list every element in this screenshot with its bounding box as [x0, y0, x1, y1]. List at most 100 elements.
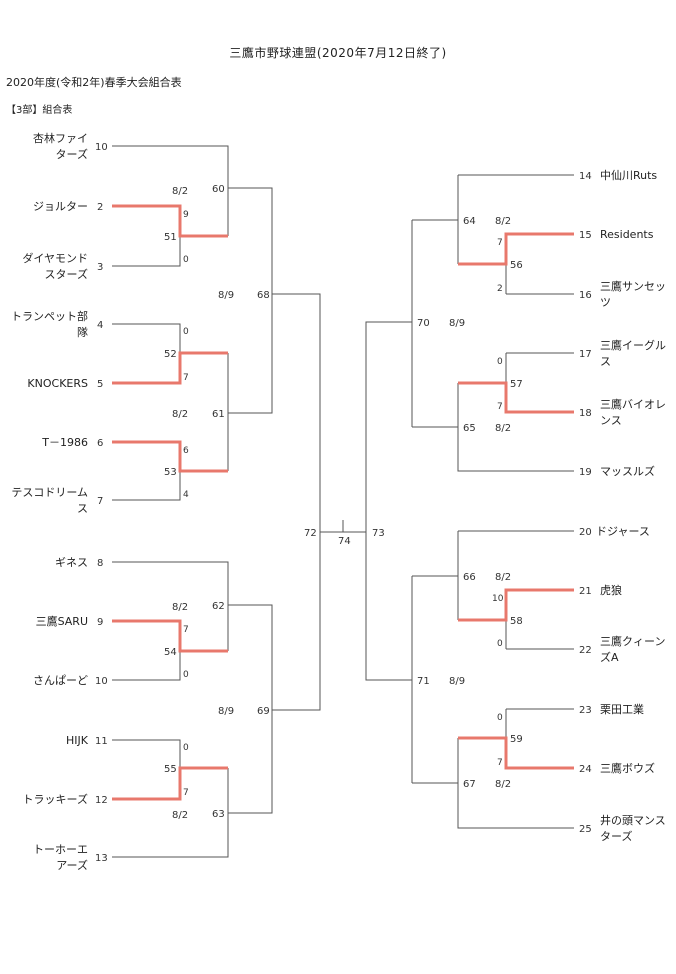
game-date: 8/9 — [449, 676, 465, 687]
score: 6 — [183, 446, 189, 456]
game-dates: 8/2 8/2 8/2 8/2 8/2 8/2 8/2 8/2 8/9 8/9 … — [172, 186, 511, 821]
left-bracket-lines — [112, 145, 366, 858]
game-date: 8/9 — [449, 318, 465, 329]
score: 0 — [497, 713, 503, 723]
team-seed: 5 — [97, 379, 103, 390]
score: 0 — [183, 255, 189, 265]
final-game-number: 74 — [338, 536, 351, 547]
team-name: ズA — [600, 650, 619, 664]
team-seed: 23 — [579, 705, 592, 716]
team-name: 三鷹ボウズ — [600, 761, 655, 775]
game-number: 64 — [463, 216, 476, 227]
team-name: 三鷹SARU — [36, 614, 88, 628]
team-seed: 19 — [579, 467, 592, 478]
game-number: 69 — [257, 706, 270, 717]
team-name: ターズ — [56, 147, 88, 161]
team-name: ターズ — [600, 829, 632, 843]
tournament-subtitle: 2020年度(令和2年)春季大会組合表 — [6, 76, 182, 89]
game-number: 59 — [510, 734, 523, 745]
team-seed: 24 — [579, 764, 592, 775]
team-name: 栗田工業 — [600, 703, 644, 716]
team-seed: 10 — [95, 676, 108, 687]
game-number: 62 — [212, 601, 225, 612]
team-name: ツ — [600, 296, 611, 309]
team-name: ス — [77, 502, 88, 515]
game-number: 60 — [212, 184, 225, 195]
score: 0 — [183, 743, 189, 753]
team-name: テスコドリーム — [11, 486, 88, 499]
score: 4 — [183, 490, 189, 500]
score: 7 — [497, 238, 503, 248]
game-number: 70 — [417, 318, 430, 329]
game-number: 52 — [164, 349, 177, 360]
game-number: 57 — [510, 379, 523, 390]
game-number: 54 — [164, 647, 177, 658]
game-date: 8/2 — [495, 572, 511, 583]
team-seed: 9 — [97, 617, 103, 628]
score: 7 — [183, 788, 189, 798]
score: 7 — [497, 402, 503, 412]
team-name: トランペット部 — [11, 309, 88, 323]
team-name: ギネス — [55, 556, 88, 569]
game-number: 73 — [372, 528, 385, 539]
game-number: 63 — [212, 809, 225, 820]
page-title: 三鷹市野球連盟(2020年7月12日終了) — [229, 46, 447, 60]
team-seed: 12 — [95, 795, 108, 806]
team-seed: 2 — [97, 202, 103, 213]
team-name: HIJK — [66, 734, 89, 747]
scores: 9 0 0 7 6 4 7 0 0 7 7 2 0 7 10 0 0 7 — [183, 210, 504, 798]
score: 0 — [497, 639, 503, 649]
team-name: ンス — [600, 414, 622, 427]
game-date: 8/2 — [172, 409, 188, 420]
team-seed: 16 — [579, 290, 592, 301]
team-name: 杏林ファイ — [33, 131, 88, 145]
game-number: 61 — [212, 409, 225, 420]
team-seed: 17 — [579, 349, 592, 360]
team-name: アーズ — [56, 858, 88, 872]
score: 7 — [183, 373, 189, 383]
team-name: ジョルター — [33, 200, 88, 213]
team-seed: 8 — [97, 558, 103, 569]
right-bracket-lines — [365, 174, 574, 829]
team-seed: 6 — [97, 438, 103, 449]
team-name: 三鷹クィーン — [600, 634, 665, 648]
team-name: 三鷹サンセッ — [600, 279, 666, 293]
score: 0 — [183, 670, 189, 680]
team-seed: 7 — [97, 496, 103, 507]
team-name: トラッキーズ — [23, 792, 88, 806]
game-number: 56 — [510, 260, 523, 271]
team-seed: 13 — [95, 853, 108, 864]
team-name: 三鷹バイオレ — [600, 397, 666, 411]
game-number: 71 — [417, 676, 430, 687]
right-teams: 14 中仙川Ruts 15 Residents 16 三鷹サンセッ ツ 17 三… — [579, 169, 666, 843]
team-name: スターズ — [45, 267, 88, 281]
game-date: 8/2 — [495, 216, 511, 227]
game-number: 51 — [164, 232, 177, 243]
team-seed: 10 — [95, 142, 108, 153]
game-numbers: 51 52 53 54 55 56 57 58 59 60 61 62 63 6… — [164, 184, 523, 820]
game-number: 58 — [510, 616, 523, 627]
team-name: 虎狼 — [600, 583, 622, 597]
game-date: 8/2 — [172, 810, 188, 821]
team-seed: 14 — [579, 171, 592, 182]
score: 9 — [183, 210, 189, 220]
team-name: 中仙川Ruts — [600, 169, 657, 182]
section-label: 【3部】組合表 — [6, 105, 73, 116]
team-name: KNOCKERS — [27, 377, 88, 390]
team-name: T－1986 — [41, 436, 88, 449]
team-name: ダイヤモンド — [22, 251, 88, 265]
team-seed: 21 — [579, 586, 592, 597]
team-name: ドジャース — [596, 525, 650, 538]
game-number: 68 — [257, 290, 270, 301]
team-seed: 11 — [95, 736, 108, 747]
score: 0 — [183, 327, 189, 337]
score: 2 — [497, 284, 503, 294]
game-date: 8/9 — [218, 706, 234, 717]
team-seed: 3 — [97, 262, 103, 273]
game-number: 65 — [463, 423, 476, 434]
team-seed: 25 — [579, 824, 592, 835]
team-name: 隊 — [77, 325, 88, 339]
game-number: 53 — [164, 467, 177, 478]
score: 7 — [183, 625, 189, 635]
